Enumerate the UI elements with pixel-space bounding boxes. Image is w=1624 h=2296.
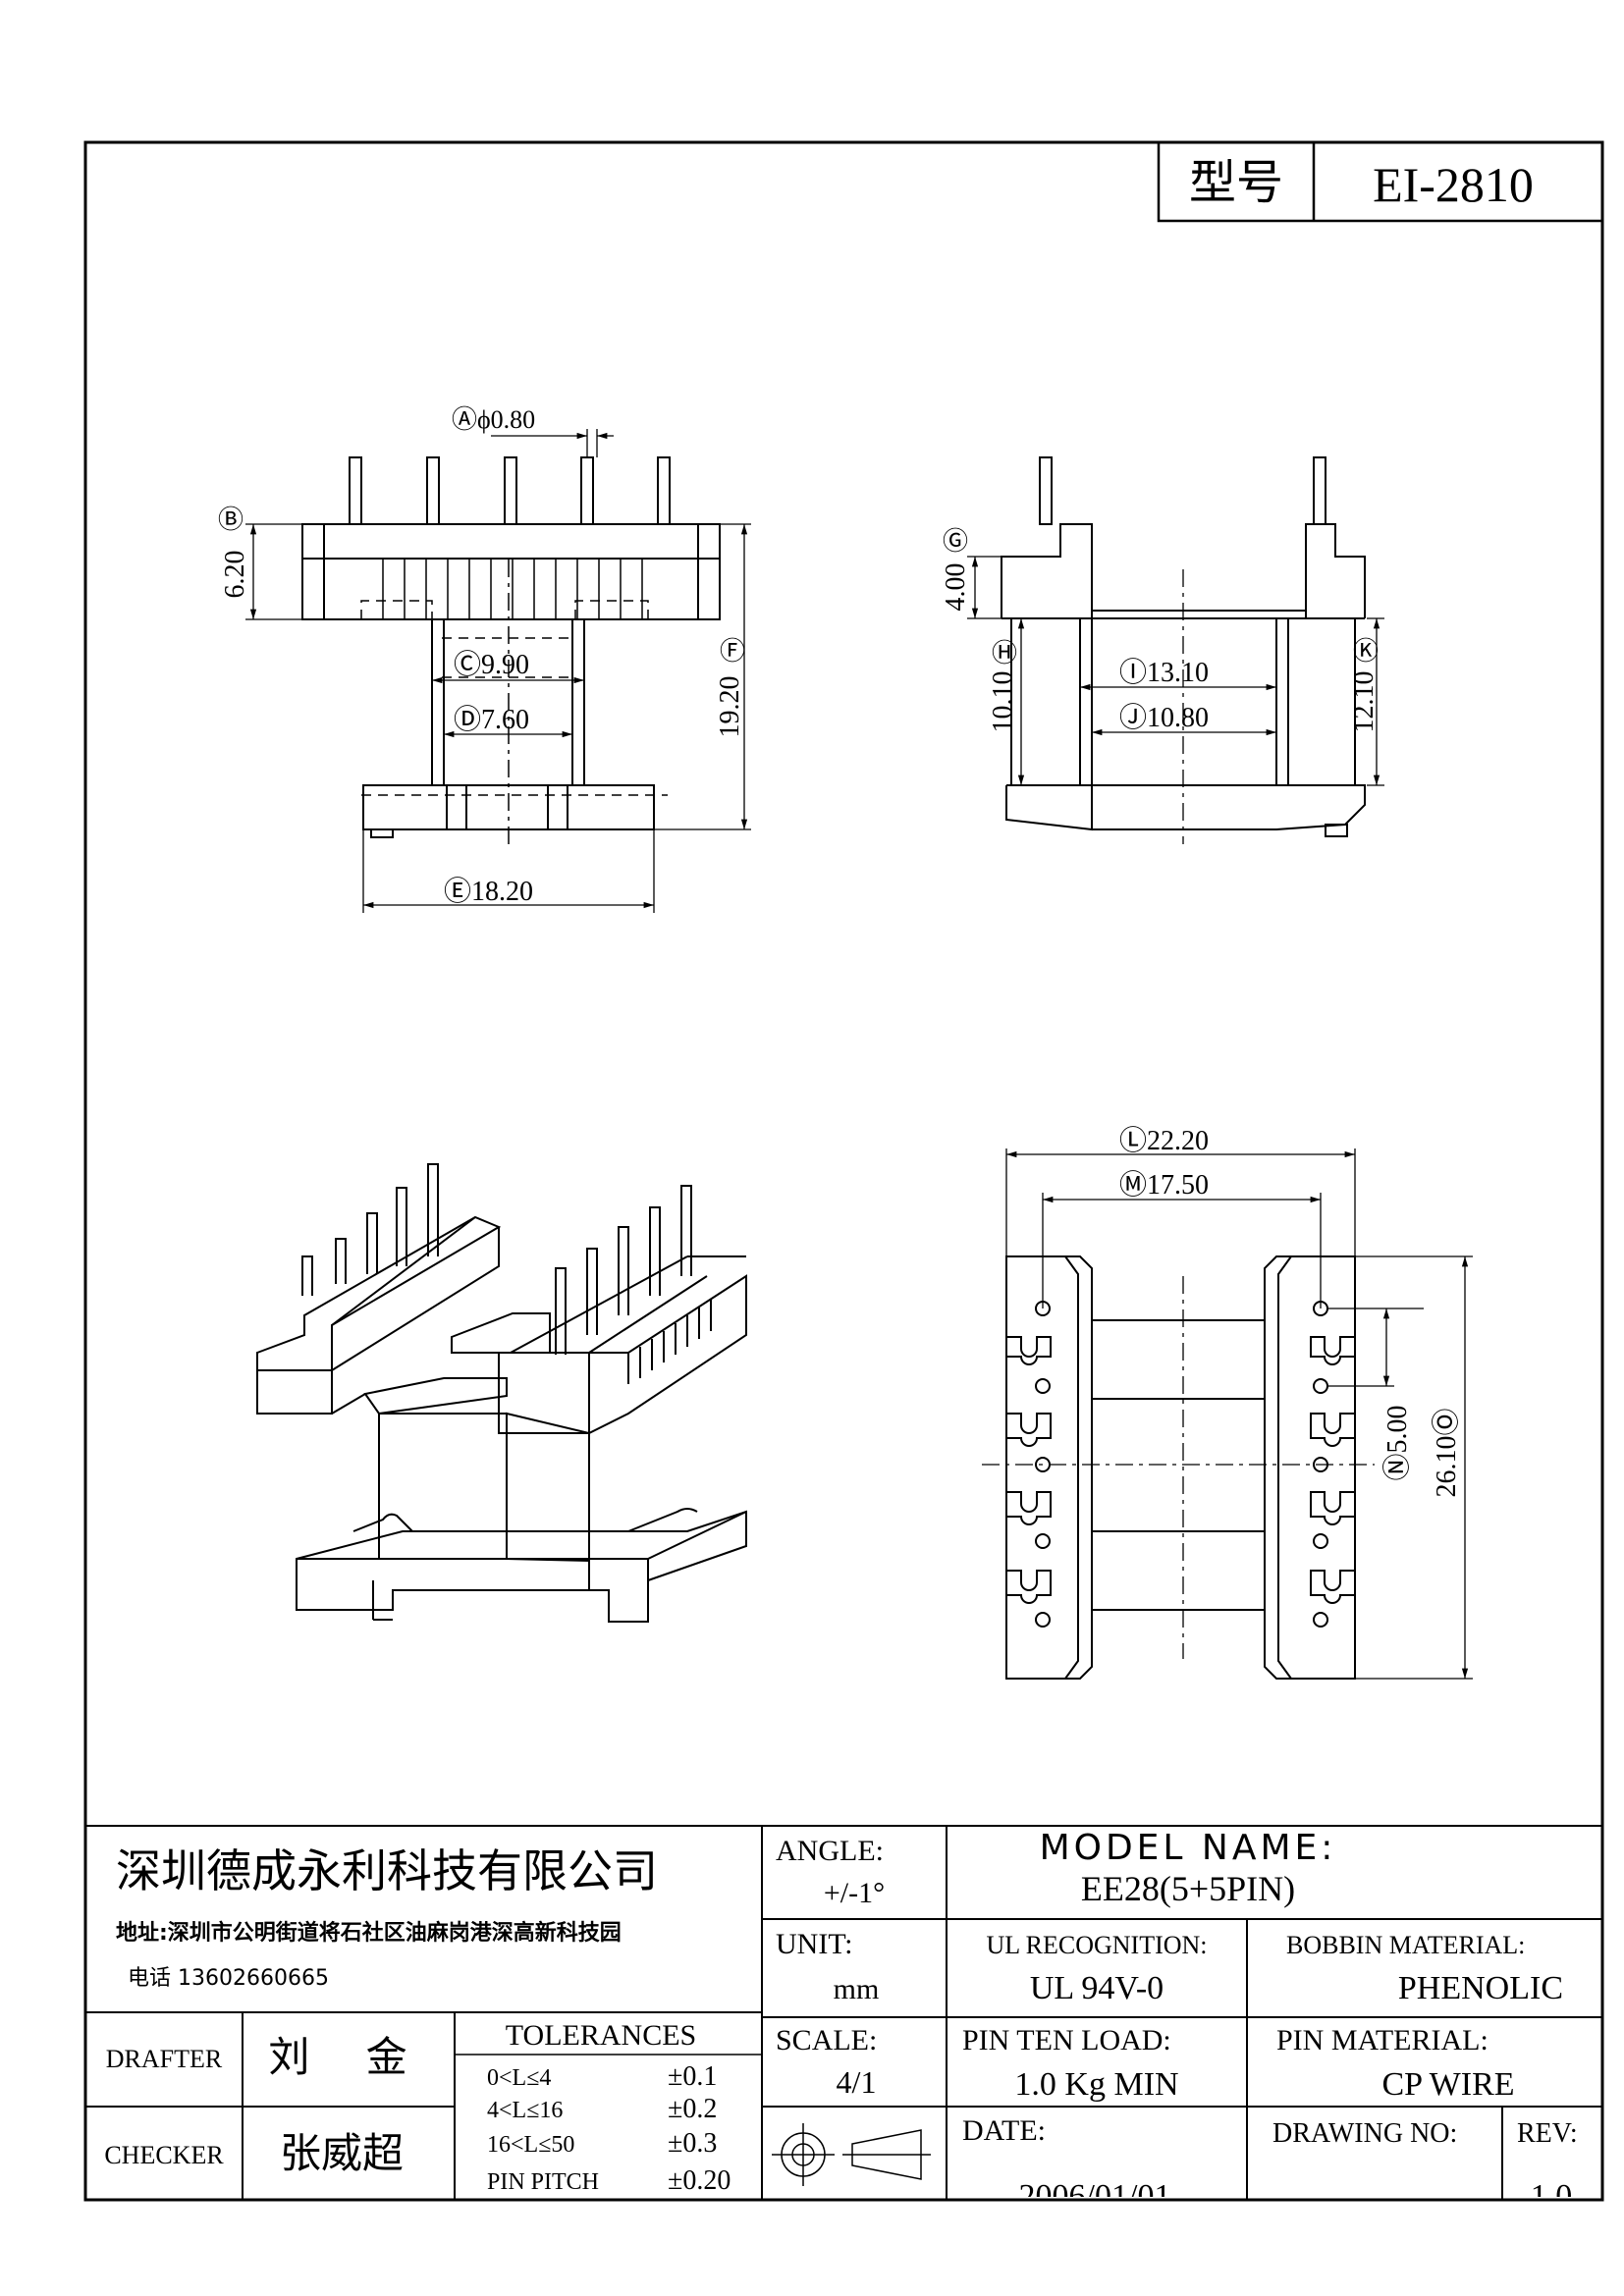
unit-value: mm xyxy=(834,1973,880,2005)
tol-range-4: PIN PITCH xyxy=(487,2169,599,2195)
drafter-value: 刘 金 xyxy=(268,2033,428,2081)
dim-l-label: Ⓛ22.20 xyxy=(1119,1125,1209,1156)
scale-label: SCALE: xyxy=(776,2024,877,2056)
top-view-dimensions xyxy=(1005,1148,1473,1680)
sheet-border xyxy=(83,140,1604,2202)
tol-value-1: ±0.1 xyxy=(668,2061,717,2092)
dim-j-label: Ⓙ10.80 xyxy=(1119,702,1209,733)
tol-range-3: 16<L≤50 xyxy=(487,2132,574,2158)
dim-m-label: Ⓜ17.50 xyxy=(1119,1169,1209,1201)
model-name-value: EE28(5+5PIN) xyxy=(1081,1869,1295,1908)
dim-d-label: Ⓓ7.60 xyxy=(454,704,529,735)
dim-k-label: Ⓚ xyxy=(1353,637,1379,666)
dim-g-value: 4.00 xyxy=(941,563,971,612)
dim-h-label: Ⓗ xyxy=(992,639,1017,667)
projection-symbol-icon xyxy=(772,2123,931,2186)
date-label: DATE: xyxy=(962,2114,1046,2147)
pin-load-value: 1.0 Kg MIN xyxy=(1014,2066,1178,2103)
dim-o-value: 26.10Ⓞ xyxy=(1431,1408,1462,1497)
top-view xyxy=(982,1255,1375,1680)
tol-range-2: 4<L≤16 xyxy=(487,2098,563,2123)
model-box-label: 型号 xyxy=(1189,155,1283,210)
dim-e-label: Ⓔ18.20 xyxy=(444,876,533,907)
pin-load-label: PIN TEN LOAD: xyxy=(962,2024,1171,2056)
dim-a-label: Ⓐϕ0.80 xyxy=(452,405,535,434)
company-phone: 电话 13602660665 xyxy=(128,1966,329,1991)
dim-b-value: 6.20 xyxy=(220,551,250,599)
company-address: 地址:深圳市公明街道将石社区油麻岗港深高新科技园 xyxy=(116,1920,622,1946)
rev-label: REV: xyxy=(1517,2118,1578,2149)
tol-range-1: 0<L≤4 xyxy=(487,2065,551,2091)
front-view-dimensions xyxy=(245,429,751,913)
unit-label: UNIT: xyxy=(776,1928,853,1960)
title-block-grid xyxy=(85,1825,1602,2200)
tolerances-label: TOLERANCES xyxy=(506,2019,696,2052)
tol-value-3: ±0.3 xyxy=(668,2128,717,2159)
front-view xyxy=(301,456,721,844)
dim-i-label: Ⓘ13.10 xyxy=(1119,657,1209,688)
pin-material-label: PIN MATERIAL: xyxy=(1276,2024,1489,2056)
bobbin-value: PHENOLIC xyxy=(1398,1970,1563,2006)
rev-value: 1.0 xyxy=(1531,2178,1573,2215)
dim-c-label: Ⓒ9.90 xyxy=(454,649,529,680)
pin-material-value: CP WIRE xyxy=(1381,2066,1514,2103)
model-name-label: MODEL NAME: xyxy=(1040,1828,1337,1868)
tol-value-2: ±0.2 xyxy=(668,2094,717,2124)
drafter-label: DRAFTER xyxy=(106,2045,223,2073)
checker-label: CHECKER xyxy=(104,2141,224,2169)
dim-b-label: Ⓑ xyxy=(218,506,244,534)
drawing-no-label: DRAWING NO: xyxy=(1272,2118,1457,2149)
side-view-dimensions xyxy=(967,556,1384,786)
model-box-value: EI-2810 xyxy=(1373,157,1534,212)
ul-label: UL RECOGNITION: xyxy=(986,1931,1207,1959)
isometric-view xyxy=(256,1163,747,1623)
dim-h-value: 10.10 xyxy=(988,671,1018,733)
side-view xyxy=(1001,456,1366,844)
scale-value: 4/1 xyxy=(837,2064,877,2100)
ul-value: UL 94V-0 xyxy=(1030,1970,1164,2006)
dim-g-label: Ⓖ xyxy=(943,527,968,556)
dim-k-value: 12.10 xyxy=(1349,671,1380,733)
checker-value: 张威超 xyxy=(280,2129,404,2177)
dim-f-label: Ⓕ xyxy=(720,637,745,666)
tol-value-4: ±0.20 xyxy=(668,2165,731,2196)
model-box: 型号 EI-2810 xyxy=(1157,140,1604,223)
bobbin-label: BOBBIN MATERIAL: xyxy=(1286,1931,1525,1959)
company-name: 深圳德成永利科技有限公司 xyxy=(116,1844,658,1897)
angle-value: +/-1° xyxy=(824,1877,885,1909)
angle-label: ANGLE: xyxy=(776,1835,884,1867)
date-value: 2006/01/01 xyxy=(1019,2178,1171,2215)
dim-f-value: 19.20 xyxy=(715,676,745,738)
dim-n-value: Ⓝ5.00 xyxy=(1381,1405,1413,1480)
